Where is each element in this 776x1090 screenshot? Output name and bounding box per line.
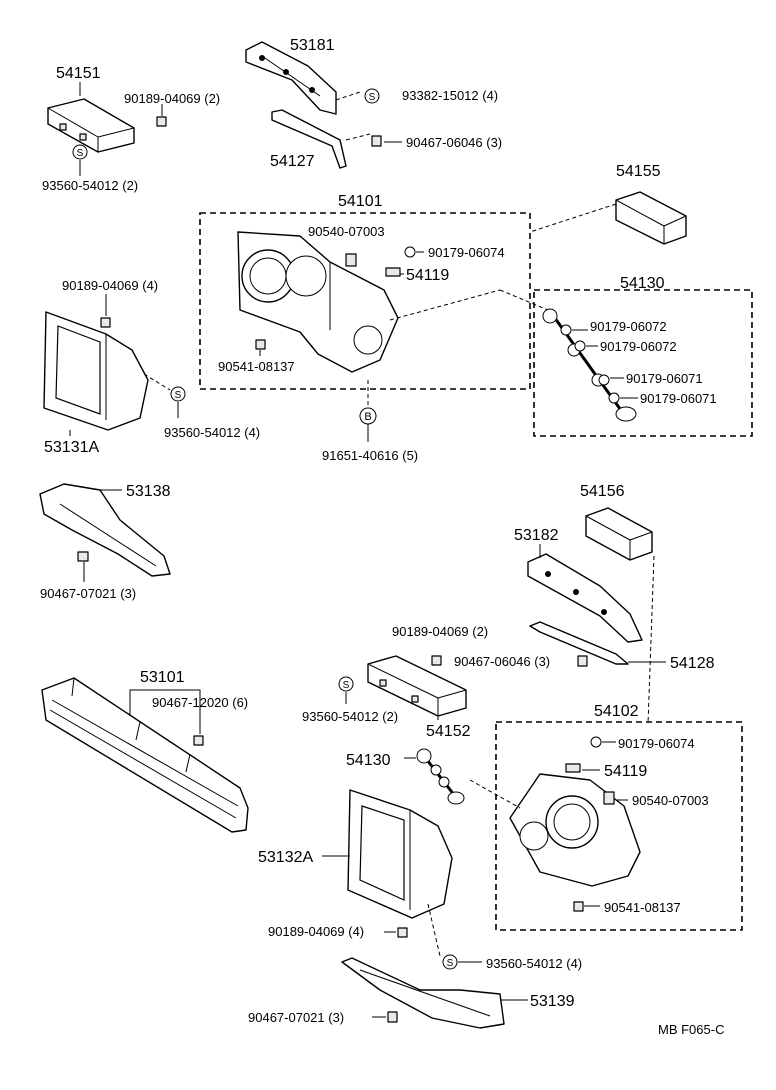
label-91651-40616-5: 91651-40616 (5) xyxy=(322,448,418,463)
part-54102-headlamp-housing xyxy=(509,773,641,887)
label-54130-a: 54130 xyxy=(620,275,665,292)
part-53101-grille xyxy=(41,677,249,833)
part-54101-headlamp-housing xyxy=(237,231,399,373)
label-53139: 53139 xyxy=(530,993,575,1010)
label-54130-b: 54130 xyxy=(346,752,391,769)
part-53131A xyxy=(43,311,149,431)
diagram-code: MB F065-C xyxy=(658,1022,724,1037)
label-54101: 54101 xyxy=(338,193,383,210)
label-90179-06072-a: 90179-06072 xyxy=(590,319,667,334)
bolt-icon xyxy=(565,763,581,773)
label-90179-06071-a: 90179-06071 xyxy=(626,371,703,386)
nut-icon xyxy=(574,340,586,352)
clip-icon xyxy=(371,135,382,147)
group-box-54130-a xyxy=(533,289,753,437)
label-54119-a: 54119 xyxy=(406,267,449,284)
b-bolt-symbol: B xyxy=(359,407,377,425)
clip-icon xyxy=(255,339,266,350)
adjuster-rod xyxy=(416,748,465,805)
nut-icon xyxy=(560,324,572,336)
clip-icon xyxy=(193,735,204,746)
label-93382-15012-4: 93382-15012 (4) xyxy=(402,88,498,103)
clip-icon xyxy=(577,655,588,667)
nut-icon xyxy=(404,246,416,258)
svg-text:S: S xyxy=(343,680,350,691)
clip-icon xyxy=(573,901,584,912)
label-93560-54012-4-a: 93560-54012 (4) xyxy=(164,425,260,440)
s-clip-symbol: S xyxy=(364,88,380,104)
s-clip-symbol: S xyxy=(72,144,88,160)
label-54128: 54128 xyxy=(670,655,715,672)
label-90540-07003-b: 90540-07003 xyxy=(632,793,709,808)
label-54152: 54152 xyxy=(426,723,471,740)
clip-icon xyxy=(387,1011,398,1023)
label-54127: 54127 xyxy=(270,153,315,170)
label-90179-06071-b: 90179-06071 xyxy=(640,391,717,406)
label-54156: 54156 xyxy=(580,483,625,500)
label-54102: 54102 xyxy=(594,703,639,720)
group-box-54101 xyxy=(199,212,531,390)
label-90467-07021-3-a: 90467-07021 (3) xyxy=(40,586,136,601)
label-53131A: 53131A xyxy=(44,439,99,456)
label-90467-06046-3-b: 90467-06046 (3) xyxy=(454,654,550,669)
nut-icon xyxy=(590,736,602,748)
clip-icon xyxy=(603,791,615,805)
svg-text:B: B xyxy=(364,411,371,423)
part-53132A xyxy=(347,789,453,919)
label-90467-12020-6: 90467-12020 (6) xyxy=(152,695,248,710)
clip-icon xyxy=(345,253,357,267)
nut-icon xyxy=(608,392,620,404)
label-54151: 54151 xyxy=(56,65,101,82)
label-53138: 53138 xyxy=(126,483,171,500)
svg-text:S: S xyxy=(369,92,376,103)
label-53132A: 53132A xyxy=(258,849,313,866)
s-clip-symbol: S xyxy=(442,954,458,970)
label-90189-04069-4-b: 90189-04069 (4) xyxy=(268,924,364,939)
part-54127 xyxy=(271,109,347,169)
label-54155: 54155 xyxy=(616,163,661,180)
label-90179-06074-b: 90179-06074 xyxy=(618,736,695,751)
part-53181 xyxy=(245,41,337,115)
nut-icon xyxy=(397,927,408,938)
label-53101: 53101 xyxy=(140,669,185,686)
label-90467-06046-3: 90467-06046 (3) xyxy=(406,135,502,150)
nut-icon xyxy=(100,317,111,328)
label-90189-04069-4-a: 90189-04069 (4) xyxy=(62,278,158,293)
label-93560-54012-4-b: 93560-54012 (4) xyxy=(486,956,582,971)
label-54119-b: 54119 xyxy=(604,763,647,780)
part-54155 xyxy=(615,191,687,245)
part-54151 xyxy=(47,82,135,153)
svg-text:S: S xyxy=(77,148,84,159)
label-90179-06074-a: 90179-06074 xyxy=(428,245,505,260)
clip-icon xyxy=(77,551,89,562)
svg-text:S: S xyxy=(175,390,182,401)
label-93560-54012-2: 93560-54012 (2) xyxy=(42,178,138,193)
label-90540-07003-a: 90540-07003 xyxy=(308,224,385,239)
label-90189-04069-2: 90189-04069 (2) xyxy=(124,91,220,106)
nut-icon xyxy=(598,374,610,386)
part-53139 xyxy=(341,957,505,1029)
part-54128 xyxy=(529,621,629,665)
bolt-icon xyxy=(385,267,401,277)
s-clip-symbol: S xyxy=(170,386,186,402)
nut-icon xyxy=(156,116,167,127)
group-box-54102 xyxy=(495,721,743,931)
part-53182 xyxy=(527,553,643,643)
part-54152 xyxy=(367,655,467,717)
part-53138 xyxy=(39,483,171,577)
label-93560-54012-2-b: 93560-54012 (2) xyxy=(302,709,398,724)
label-53182: 53182 xyxy=(514,527,559,544)
s-clip-symbol: S xyxy=(338,676,354,692)
part-54156 xyxy=(585,507,653,561)
label-90541-08137-a: 90541-08137 xyxy=(218,359,295,374)
nut-icon xyxy=(431,655,442,666)
label-90189-04069-2-b: 90189-04069 (2) xyxy=(392,624,488,639)
label-90179-06072-b: 90179-06072 xyxy=(600,339,677,354)
label-90467-07021-3-b: 90467-07021 (3) xyxy=(248,1010,344,1025)
label-53181: 53181 xyxy=(290,37,335,54)
label-90541-08137-b: 90541-08137 xyxy=(604,900,681,915)
svg-text:S: S xyxy=(447,958,454,969)
